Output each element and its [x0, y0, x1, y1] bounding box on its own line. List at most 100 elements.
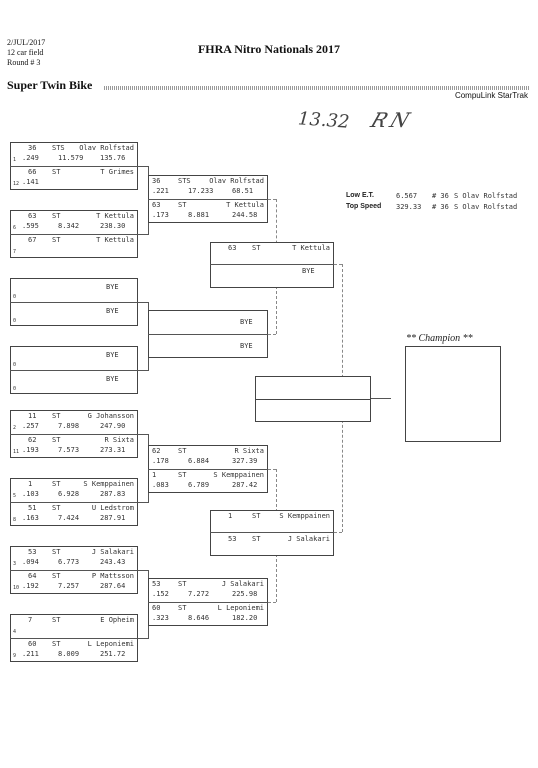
matchup-divider	[210, 532, 334, 533]
class-code: ST	[178, 447, 187, 455]
speed-mph: 287.83	[100, 490, 126, 498]
class-title: Super Twin Bike	[7, 78, 93, 92]
class-code: ST	[252, 244, 261, 252]
bye-label: BYE	[106, 375, 119, 383]
reaction-time: .221	[152, 187, 169, 195]
lane-number: 3	[13, 561, 17, 567]
speed-mph: 238.30	[100, 222, 126, 230]
car-number: 7	[28, 616, 33, 624]
lane-number: 5	[13, 493, 17, 499]
racer-name: G Johansson	[87, 412, 134, 420]
car-number: 53	[28, 548, 37, 556]
class-code: ST	[52, 548, 61, 556]
bracket-connector	[334, 264, 342, 265]
racer-name: J Salakari	[287, 535, 330, 543]
lane-number: 0	[13, 362, 17, 368]
event-title: FHRA Nitro Nationals 2017	[197, 42, 341, 56]
matchup-divider	[10, 434, 138, 435]
matchup-divider	[10, 570, 138, 571]
matchup-divider	[10, 302, 138, 303]
bracket-connector	[276, 544, 277, 602]
lane-number: 0	[13, 386, 17, 392]
bye-label: BYE	[302, 267, 315, 275]
lane-number: 0	[13, 294, 17, 300]
reaction-time: .595	[22, 222, 39, 230]
racer-name: L Leponiemi	[217, 604, 264, 612]
lane-number: 7	[13, 249, 17, 255]
class-code: ST	[52, 572, 61, 580]
class-code: ST	[252, 535, 261, 543]
bye-label: BYE	[106, 351, 119, 359]
elapsed-time: 6.789	[188, 481, 210, 489]
racer-name: S Kemppainen	[213, 471, 264, 479]
car-number: 60	[28, 640, 37, 648]
racer-name: Olav Rolfstad	[209, 177, 264, 185]
car-number: 63	[228, 244, 237, 252]
bracket-connector	[268, 602, 276, 603]
round3-matchup	[210, 510, 334, 556]
elapsed-time: 8.881	[188, 211, 210, 219]
final-slot-bottom	[256, 399, 370, 421]
racer-name: L Leponiemi	[87, 640, 134, 648]
matchup-divider	[148, 199, 268, 200]
car-number: 53	[228, 535, 237, 543]
reaction-time: .192	[22, 582, 39, 590]
bracket-connector	[276, 469, 277, 522]
header-rule	[104, 86, 530, 90]
speed-mph: 225.98	[232, 590, 258, 598]
racer-name: T Kettula	[96, 212, 134, 220]
racer-name: E Opheim	[100, 616, 134, 624]
car-number: 60	[152, 604, 161, 612]
bracket-connector	[148, 211, 149, 235]
elapsed-time: 6.884	[188, 457, 210, 465]
lane-number: 1	[13, 157, 17, 163]
champion-label: ** Champion **	[406, 333, 473, 344]
bye-label: BYE	[106, 307, 119, 315]
reaction-time: .103	[22, 490, 39, 498]
car-number: 63	[28, 212, 37, 220]
handwritten-initials: RN	[367, 108, 417, 132]
bracket-connector	[276, 199, 277, 254]
lane-number: 11	[13, 449, 20, 455]
matchup-divider	[10, 370, 138, 371]
racer-name: S Kemppainen	[83, 480, 134, 488]
car-number: 51	[28, 504, 37, 512]
lane-number: 4	[13, 629, 17, 635]
bracket-connector	[138, 166, 148, 167]
speed-mph: 68.51	[232, 187, 254, 195]
speed-mph: 244.58	[232, 211, 258, 219]
elapsed-time: 11.579	[58, 154, 84, 162]
matchup-divider	[148, 602, 268, 603]
class-code: ST	[178, 471, 187, 479]
speed-mph: 273.31	[100, 446, 126, 454]
car-number: 36	[28, 144, 37, 152]
racer-name: T Grimes	[100, 168, 134, 176]
race-date: 2/JUL/2017	[7, 38, 46, 47]
matchup-divider	[10, 166, 138, 167]
class-code: ST	[178, 604, 187, 612]
matchup-divider	[148, 334, 268, 335]
racer-name: R Sixta	[104, 436, 134, 444]
reaction-time: .249	[22, 154, 39, 162]
class-code: ST	[52, 480, 61, 488]
bracket-connector	[138, 502, 148, 503]
speed-mph: 287.91	[100, 514, 126, 522]
lane-number: 6	[13, 225, 17, 231]
lane-number: 10	[13, 585, 20, 591]
bracket-connector	[148, 614, 149, 639]
speed-mph: 327.39	[232, 457, 258, 465]
reaction-time: .083	[152, 481, 169, 489]
racer-name: J Salakari	[221, 580, 264, 588]
car-number: 1	[228, 512, 233, 520]
speed-mph: 135.76	[100, 154, 126, 162]
lane-number: 12	[13, 181, 20, 187]
top-speed-label: Top Speed	[346, 203, 382, 210]
bracket-connector	[342, 410, 343, 532]
matchup-divider	[10, 638, 138, 639]
racer-name: P Mattsson	[91, 572, 134, 580]
reaction-time: .163	[22, 514, 39, 522]
elapsed-time: 6.928	[58, 490, 80, 498]
reaction-time: .178	[152, 457, 169, 465]
car-number: 66	[28, 168, 37, 176]
car-number: 67	[28, 236, 37, 244]
